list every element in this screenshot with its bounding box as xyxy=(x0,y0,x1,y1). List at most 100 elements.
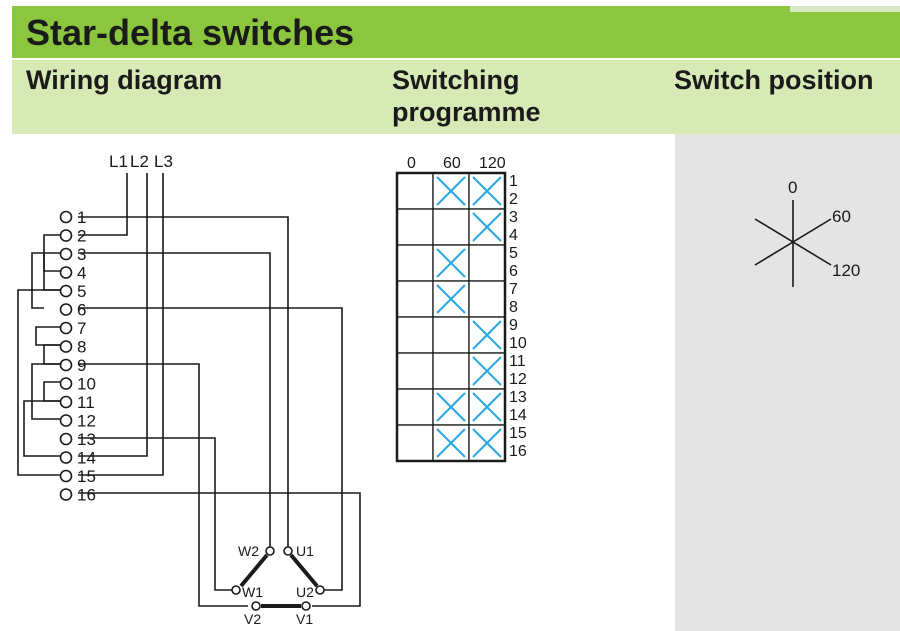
programme-row-label: 15 xyxy=(509,425,527,442)
programme-border xyxy=(395,171,507,463)
winding-w xyxy=(239,553,269,588)
motor-terminal-circle xyxy=(265,546,275,556)
wire xyxy=(43,381,60,402)
programme-row-label: 7 xyxy=(509,281,518,298)
programme-cell xyxy=(396,172,434,210)
terminal-label: 10 xyxy=(77,375,96,394)
programme-cell xyxy=(396,424,434,462)
contact-closed-mark xyxy=(472,176,502,206)
contact-closed-mark xyxy=(436,428,466,458)
motor-terminal-circle xyxy=(283,546,293,556)
programme-cell xyxy=(396,352,434,390)
terminal-label: 2 xyxy=(77,227,86,246)
terminal-label: 14 xyxy=(77,449,96,468)
position-axis-60 xyxy=(754,218,832,266)
programme-cell xyxy=(396,280,434,318)
wiring-diagram-heading: Wiring diagram xyxy=(26,65,223,95)
terminal-label: 5 xyxy=(77,282,86,301)
programme-row-label: 5 xyxy=(509,245,518,262)
programme-row-label: 12 xyxy=(509,371,527,388)
motor-terminal-circle xyxy=(315,585,325,595)
wire xyxy=(78,173,164,476)
column-header-row: Wiring diagram Switching programme Switc… xyxy=(12,60,900,134)
terminal-circle xyxy=(59,303,73,316)
terminal-circle xyxy=(59,451,73,464)
switch-position-heading: Switch position xyxy=(674,65,874,95)
wire xyxy=(78,437,232,591)
wire xyxy=(17,289,60,476)
terminal-circle xyxy=(59,469,73,483)
programme-cell xyxy=(468,244,506,282)
contact-closed-mark xyxy=(472,428,502,458)
programme-row-label: 3 xyxy=(509,209,518,226)
terminal-label: 6 xyxy=(77,301,86,320)
line-label-L2: L2 xyxy=(130,152,149,171)
terminal-label: 11 xyxy=(77,393,95,412)
terminal-circle xyxy=(59,340,73,353)
programme-row-label: 1 xyxy=(509,173,518,190)
programme-row-label: 8 xyxy=(509,299,518,316)
terminal-label: 9 xyxy=(77,356,86,375)
wire xyxy=(23,400,60,457)
programme-row-label: 9 xyxy=(509,317,518,334)
programme-row-label: 6 xyxy=(509,263,518,280)
contact-closed-mark xyxy=(472,320,502,350)
contact-closed-mark xyxy=(436,176,466,206)
motor-label-W2: W2 xyxy=(238,543,259,559)
switching-programme-heading: Switching programme xyxy=(392,65,541,127)
terminal-label: 12 xyxy=(77,412,96,431)
wire xyxy=(35,326,60,346)
terminal-circle xyxy=(59,247,73,261)
switch-position-symbol xyxy=(754,200,832,287)
line-label-L3: L3 xyxy=(154,152,173,171)
motor-label-V1: V1 xyxy=(296,611,313,627)
programme-cell xyxy=(396,244,434,282)
wire xyxy=(78,173,128,236)
motor-label-W1: W1 xyxy=(242,584,263,600)
motor-label-U2: U2 xyxy=(296,584,314,600)
motor-terminal-circle xyxy=(231,585,241,595)
programme-position-label: 120 xyxy=(479,155,506,172)
programme-row-label: 14 xyxy=(509,407,527,424)
terminal-circle xyxy=(59,284,73,298)
wire xyxy=(78,216,289,547)
terminal-circle xyxy=(59,358,73,372)
switch-position-panel xyxy=(675,134,900,631)
terminal-circle xyxy=(59,432,73,446)
terminal-label: 16 xyxy=(77,486,96,505)
terminal-label: 15 xyxy=(77,467,96,486)
position-label-0: 0 xyxy=(788,178,797,197)
terminal-circle xyxy=(59,377,73,390)
motor-terminal-circle xyxy=(301,601,311,611)
terminal-label: 4 xyxy=(77,264,86,283)
programme-row-label: 11 xyxy=(509,353,526,370)
wire xyxy=(78,173,148,457)
line-label-L1: L1 xyxy=(109,152,128,171)
motor-terminal-circle xyxy=(251,601,261,611)
contact-closed-mark xyxy=(472,212,502,242)
terminal-circle xyxy=(59,266,73,279)
terminal-circle xyxy=(59,210,73,224)
contact-closed-mark xyxy=(472,392,502,422)
terminal-label: 3 xyxy=(77,245,86,264)
contact-closed-mark xyxy=(472,356,502,386)
terminal-circle xyxy=(59,488,73,501)
programme-position-label: 0 xyxy=(407,155,416,172)
programme-cell xyxy=(396,208,434,246)
programme-cell xyxy=(432,316,470,354)
programme-row-label: 13 xyxy=(509,389,527,406)
winding-u xyxy=(289,553,319,588)
position-label-60: 60 xyxy=(832,207,851,226)
wire xyxy=(31,252,60,309)
programme-cell xyxy=(432,352,470,390)
wire xyxy=(43,234,60,291)
programme-cell xyxy=(396,388,434,426)
terminal-circle xyxy=(59,414,73,427)
programme-row-label: 10 xyxy=(509,335,527,352)
terminal-circle xyxy=(59,321,73,335)
programme-position-label: 60 xyxy=(443,155,461,172)
wire xyxy=(43,253,60,272)
title-bar: Star-delta switches xyxy=(12,6,900,58)
